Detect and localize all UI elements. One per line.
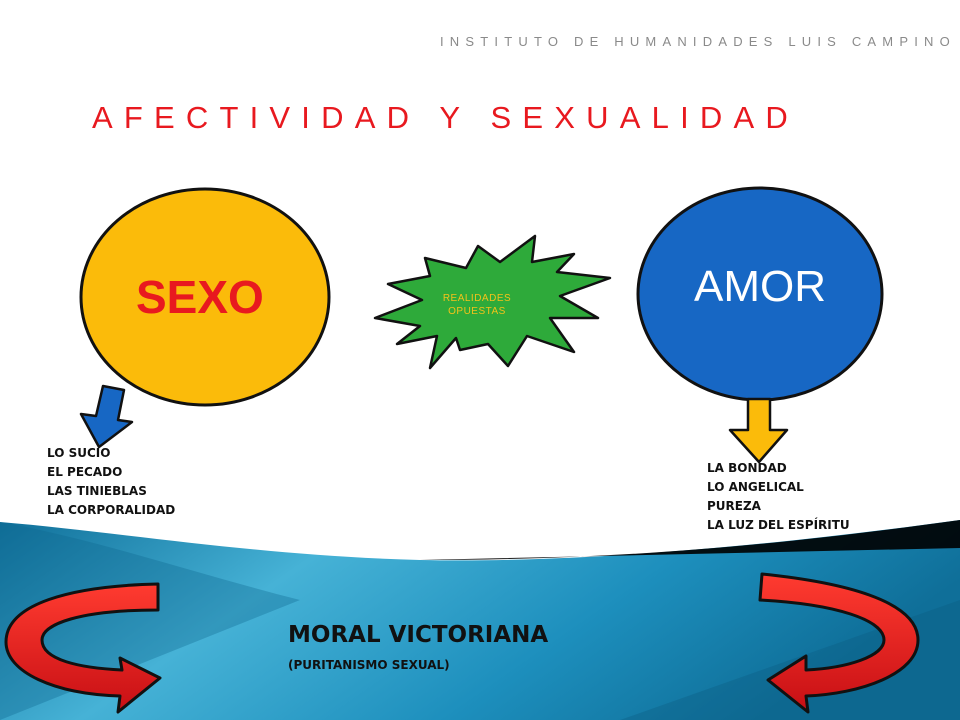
slide-title: AFECTIVIDAD Y SEXUALIDAD: [92, 100, 799, 135]
sexo-down-arrow: [79, 384, 134, 449]
list-item: LAS TINIEBLAS: [47, 484, 147, 498]
amor-label: AMOR: [694, 262, 826, 311]
footer-subtitle: (PURITANISMO SEXUAL): [288, 658, 450, 672]
list-item: LA CORPORALIDAD: [47, 503, 176, 517]
institute-name: INSTITUTO DE HUMANIDADES LUIS CAMPINO: [440, 34, 956, 49]
list-item: EL PECADO: [47, 465, 123, 479]
sexo-circle: [79, 187, 331, 407]
list-item: PUREZA: [707, 499, 761, 513]
footer-title: MORAL VICTORIANA: [288, 622, 549, 648]
right-curved-arrow: [758, 572, 920, 714]
starburst-line-1: REALIDADES: [442, 293, 512, 304]
list-item: LA BONDAD: [707, 461, 787, 475]
left-curved-arrow: [4, 582, 162, 714]
starburst-label: REALIDADES OPUESTAS: [402, 292, 552, 318]
opposites-starburst: [373, 234, 612, 370]
sexo-label: SEXO: [136, 271, 264, 323]
starburst-line-2: OPUESTAS: [448, 306, 506, 317]
list-item: LA LUZ DEL ESPÍRITU: [707, 518, 850, 532]
amor-associations-list: LA BONDAD LO ANGELICAL PUREZA LA LUZ DEL…: [707, 459, 850, 535]
list-item: LO ANGELICAL: [707, 480, 804, 494]
sexo-associations-list: LO SUCIO EL PECADO LAS TINIEBLAS LA CORP…: [47, 444, 175, 520]
list-item: LO SUCIO: [47, 446, 111, 460]
amor-down-arrow: [728, 397, 789, 464]
